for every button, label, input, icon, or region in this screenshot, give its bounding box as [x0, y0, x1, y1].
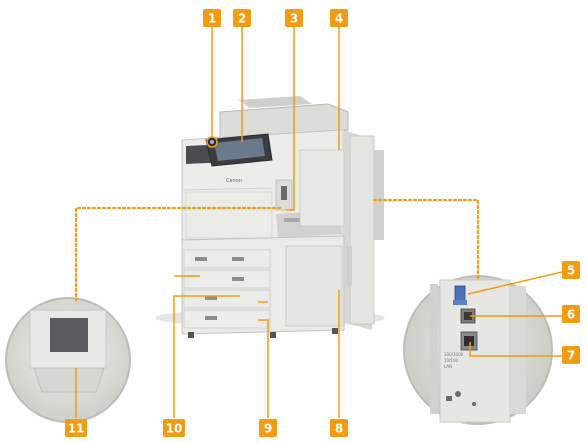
- callout-badge: [562, 261, 580, 279]
- lower-front-cover: [285, 245, 343, 327]
- paper-drawers: [183, 249, 271, 329]
- leader-10a: [173, 295, 240, 418]
- port-label-1: 100/1000: [444, 352, 464, 357]
- callout-label: 11: [68, 422, 85, 436]
- paper-drawer-1: [183, 249, 271, 269]
- brand-text: Canon: [226, 178, 242, 184]
- leader-right-dotted: [372, 198, 480, 280]
- callout-badge: [562, 346, 580, 364]
- callout-7: 7: [562, 346, 580, 364]
- callout-1: 1: [203, 9, 221, 27]
- callout-badge: [330, 9, 348, 27]
- callout-badge: [233, 9, 251, 27]
- side-finisher: [349, 135, 375, 325]
- slot-lip: [33, 367, 105, 393]
- callout-3: 3: [285, 9, 303, 27]
- callout-label: 10: [166, 422, 183, 436]
- callout-label: 9: [264, 422, 272, 436]
- port-label-2: 10/100: [444, 358, 459, 363]
- callout-badge: [330, 419, 348, 437]
- touch-screen: [214, 138, 265, 161]
- paper-drawer-3: [183, 289, 271, 309]
- callout-label: 1: [208, 12, 216, 26]
- paper-drawer-2: [183, 269, 271, 289]
- callout-label: 4: [335, 12, 343, 26]
- callout-6: 6: [562, 305, 580, 323]
- finisher-edge: [374, 150, 384, 240]
- callout-8: 8: [330, 419, 348, 437]
- printer-illustration: Canon: [155, 96, 385, 338]
- port-label-3: LAN: [444, 364, 452, 369]
- callout-badge: [163, 419, 185, 437]
- callout-label: 6: [567, 308, 575, 322]
- callout-badge: [562, 305, 580, 323]
- leader-5: [467, 271, 563, 295]
- callout-label: 2: [238, 12, 246, 26]
- callout-badge: [285, 9, 303, 27]
- right-cover: [299, 149, 345, 227]
- callout-label: 8: [335, 422, 343, 436]
- leader-lines: [74, 198, 480, 302]
- callout-11: 11: [65, 419, 87, 437]
- detail-circle-left: [5, 297, 131, 423]
- slot-opening: [50, 318, 88, 352]
- leader-3: [286, 27, 295, 211]
- callout-9: 9: [259, 419, 277, 437]
- callout-leaders: [75, 27, 563, 418]
- detail-circle-right: 100/1000 10/100 LAN: [403, 275, 553, 425]
- leader-left-dotted: [74, 206, 282, 302]
- callout-badge: [259, 419, 277, 437]
- callout-badge: [65, 419, 87, 437]
- callout-5: 5: [562, 261, 580, 279]
- callout-badge: [203, 9, 221, 27]
- document-feeder: [219, 103, 349, 139]
- leader-7: [469, 342, 562, 357]
- callout-label: 7: [567, 349, 575, 363]
- paper-drawer-4: [183, 309, 271, 329]
- callout-10: 10: [163, 419, 185, 437]
- callout-label: 3: [290, 12, 298, 26]
- leader-9a: [258, 319, 269, 418]
- callout-label: 5: [567, 264, 575, 278]
- callout-2: 2: [233, 9, 251, 27]
- usb-connector-cable: [454, 285, 466, 303]
- callout-4: 4: [330, 9, 348, 27]
